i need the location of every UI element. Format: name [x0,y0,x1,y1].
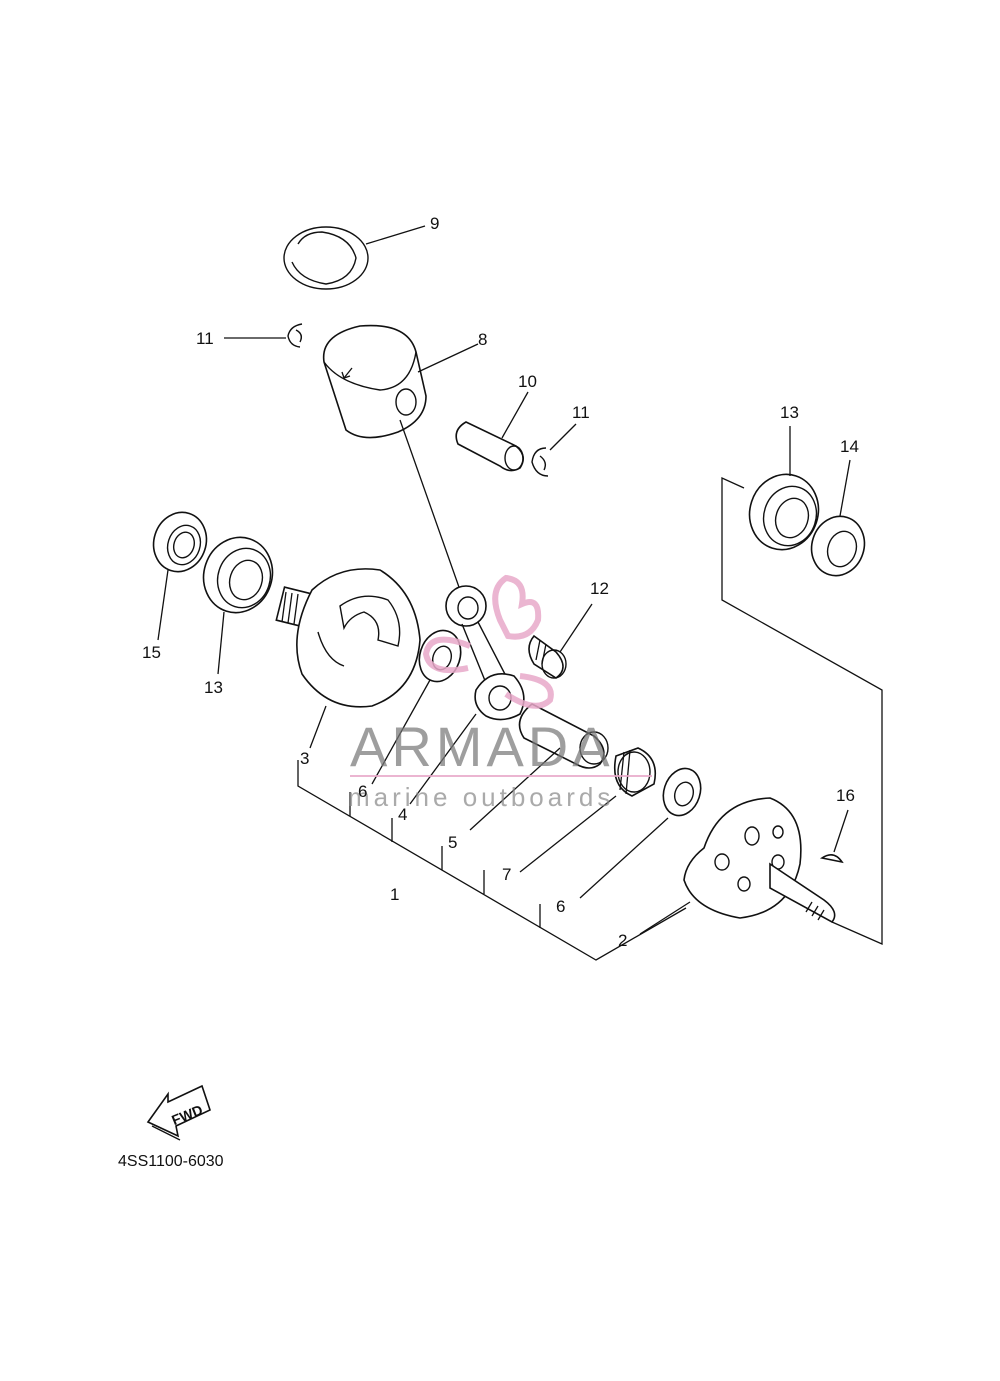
label-6-right: 6 [556,897,565,916]
part-13-bearing-right [748,426,820,551]
label-13-right: 13 [780,403,799,422]
label-1: 1 [390,885,399,904]
part-14-oil-seal [810,459,866,577]
label-16: 16 [836,786,855,805]
label-12: 12 [590,579,609,598]
guide-line-piston [399,419,461,591]
diagram-code: 4SS1100-6030 [118,1153,224,1170]
part-8-piston [322,324,479,439]
callout-labels: 9 11 8 10 11 13 14 12 15 13 3 6 16 4 5 7… [142,214,859,950]
part-13-bearing-left [202,536,274,675]
part-2-crank-half-right [639,797,836,935]
label-6-left: 6 [358,782,367,801]
label-14: 14 [840,437,859,456]
part-6-washer-right [579,767,702,899]
part-3-crank-half-left [275,568,421,749]
part-5-crank-pin [469,703,609,831]
label-10: 10 [518,372,537,391]
part-15-oil-seal [152,511,208,641]
label-3: 3 [300,749,309,768]
part-9-piston-ring [283,225,426,290]
part-7-bearing [519,747,657,873]
part-11-circlip-left [224,323,303,348]
label-11-right: 11 [572,403,590,422]
fwd-arrow-icon: FWD [146,1084,211,1141]
armada-logo-emblem [422,574,554,709]
label-11-left: 11 [196,329,214,348]
part-11-circlip-right [531,423,577,477]
label-8: 8 [478,330,487,349]
armada-watermark: ARMADA marine outboards [348,574,652,812]
part-10-piston-pin [455,391,529,472]
label-5: 5 [448,833,457,852]
part-12-needle-bearing [528,603,593,679]
label-7: 7 [502,865,511,884]
label-2: 2 [618,931,627,950]
label-13-left: 13 [204,678,223,697]
part-16-woodruff-key [819,809,849,864]
assembly-bracket [297,476,883,961]
watermark-tagline: marine outboards [348,782,614,812]
watermark-brand: ARMADA [350,715,614,778]
label-15: 15 [142,643,161,662]
label-4: 4 [398,805,407,824]
label-9: 9 [430,214,439,233]
